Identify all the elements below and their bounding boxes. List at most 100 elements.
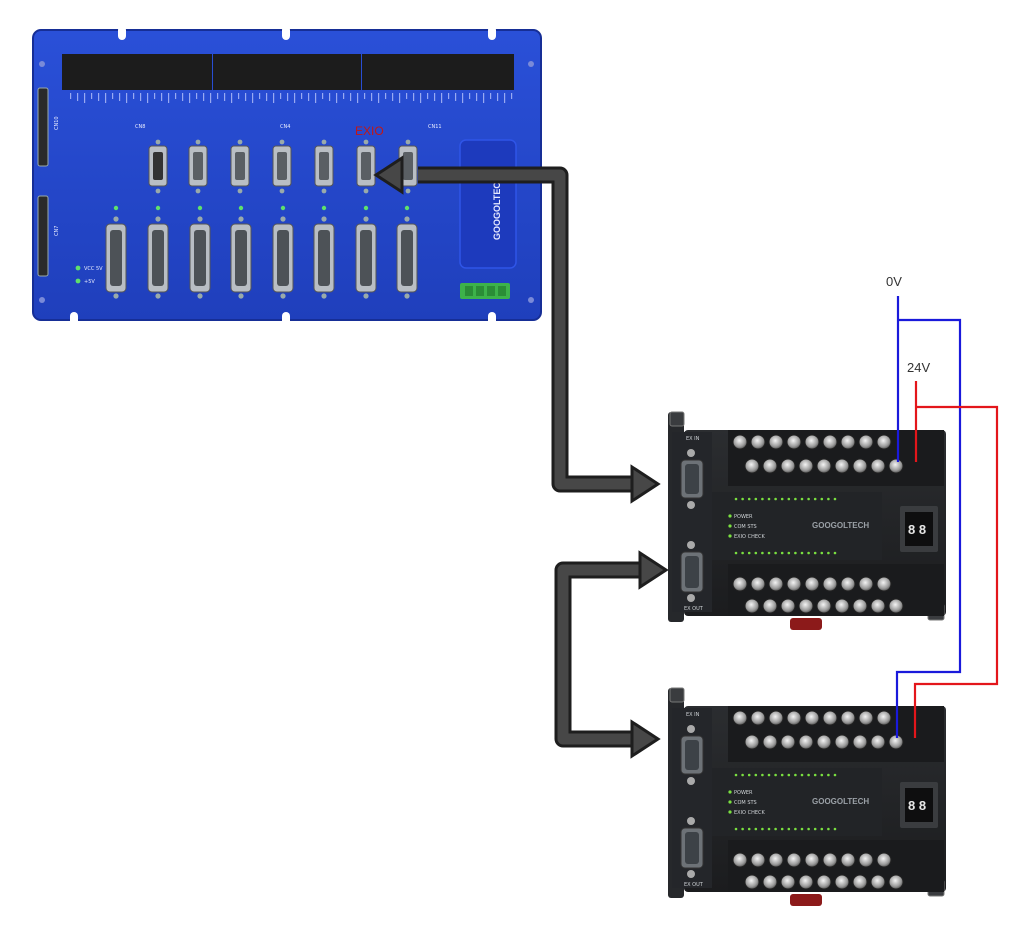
terminal-screw — [780, 458, 796, 474]
db9-connector — [188, 139, 208, 194]
terminal-screw — [822, 576, 838, 592]
terminal-screw — [786, 576, 802, 592]
db25-connector — [396, 205, 418, 299]
terminal-screw — [816, 734, 832, 750]
terminal-screw — [852, 598, 868, 614]
side-label-cn7: CN7 — [54, 226, 60, 236]
arrowhead-right — [630, 719, 661, 759]
zero-volt-label: 0V — [886, 274, 902, 289]
terminal-screw — [744, 734, 760, 750]
terminal-screw — [876, 576, 892, 592]
terminal-screw — [744, 598, 760, 614]
bank-label-cn4: CN4 — [280, 124, 290, 130]
db25-connector — [272, 205, 294, 299]
terminal-screw — [888, 874, 904, 890]
terminal-screw — [762, 458, 778, 474]
terminal-screw — [750, 576, 766, 592]
terminal-screw — [876, 852, 892, 868]
terminal-screw — [834, 874, 850, 890]
module-led-label: POWER — [734, 514, 753, 520]
seven-segment-display — [905, 512, 933, 546]
module-led-label: EXIO CHECK — [734, 810, 765, 816]
terminal-screw — [852, 734, 868, 750]
side-label-cn10: CN10 — [54, 116, 60, 130]
din-rail-clip — [790, 618, 822, 630]
terminal-screw — [870, 598, 886, 614]
terminal-screw — [786, 852, 802, 868]
terminal-screw — [786, 710, 802, 726]
terminal-screw — [762, 734, 778, 750]
terminal-screw — [780, 874, 796, 890]
bank-label-cn8: CN8 — [135, 124, 145, 130]
terminal-screw — [798, 734, 814, 750]
terminal-screw — [744, 874, 760, 890]
terminal-screw — [786, 434, 802, 450]
terminal-screw — [750, 434, 766, 450]
terminal-screw — [858, 710, 874, 726]
port-in-label: EX IN — [686, 712, 700, 718]
display-value: 8 8 — [908, 798, 926, 813]
terminal-screw — [840, 710, 856, 726]
terminal-screw — [852, 874, 868, 890]
terminal-screw — [780, 598, 796, 614]
module-led-label: COM STS — [734, 524, 757, 530]
terminal-screw — [840, 852, 856, 868]
port-in-label: EX IN — [686, 436, 700, 442]
terminal-screw — [744, 458, 760, 474]
terminal-screw — [804, 434, 820, 450]
module-brand-text: GOOGOLTECH — [812, 521, 869, 530]
terminal-screw — [804, 576, 820, 592]
twenty-four-volt-label: 24V — [907, 360, 930, 375]
terminal-screw — [798, 458, 814, 474]
din-rail-clip — [790, 894, 822, 906]
exio-port-label: EXIO — [355, 124, 384, 138]
brand-cover: GOOGOLTECH — [459, 139, 517, 269]
terminal-screw — [834, 598, 850, 614]
exio-cable-to-module-1 — [373, 155, 661, 504]
terminal-screw — [876, 710, 892, 726]
terminal-screw — [762, 874, 778, 890]
display-value: 8 8 — [908, 522, 926, 537]
terminal-screw — [858, 576, 874, 592]
terminal-screw — [732, 710, 748, 726]
terminal-screw — [876, 434, 892, 450]
db25-connector — [147, 205, 169, 299]
module-led-label: COM STS — [734, 800, 757, 806]
side-connector-bottom — [37, 195, 49, 277]
led-label-5v: +5V — [84, 279, 95, 285]
db25-connector — [230, 205, 252, 299]
db9-connector — [314, 139, 334, 194]
terminal-screw — [852, 458, 868, 474]
terminal-screw — [816, 458, 832, 474]
db9-connector — [356, 139, 376, 194]
terminal-screw — [840, 434, 856, 450]
terminal-screw — [834, 458, 850, 474]
terminal-screw — [750, 710, 766, 726]
terminal-screw — [870, 874, 886, 890]
power-terminal-connector — [460, 283, 510, 299]
twenty-four-volt-wire — [913, 381, 999, 738]
db25-connector — [105, 205, 127, 299]
module-led-label: POWER — [734, 790, 753, 796]
arrowhead-left — [373, 155, 404, 195]
arrowhead-right — [638, 550, 669, 590]
pin-labels — [70, 93, 513, 103]
terminal-screw — [840, 576, 856, 592]
terminal-screw — [798, 874, 814, 890]
controller-brand-text: GOOGOLTECH — [492, 176, 502, 240]
led-label-vcc: VCC 5V — [84, 266, 103, 272]
terminal-screw — [804, 852, 820, 868]
terminal-screw — [816, 598, 832, 614]
terminal-screw — [858, 852, 874, 868]
bank-label-cn11: CN11 — [428, 124, 442, 130]
arrowhead-right — [630, 464, 661, 504]
terminal-screw — [888, 598, 904, 614]
side-connector-top — [37, 87, 49, 167]
terminal-screw — [780, 734, 796, 750]
db25-connector — [355, 205, 377, 299]
terminal-screw — [822, 852, 838, 868]
board-status-leds: VCC 5V +5V — [75, 265, 103, 285]
terminal-screw — [732, 434, 748, 450]
